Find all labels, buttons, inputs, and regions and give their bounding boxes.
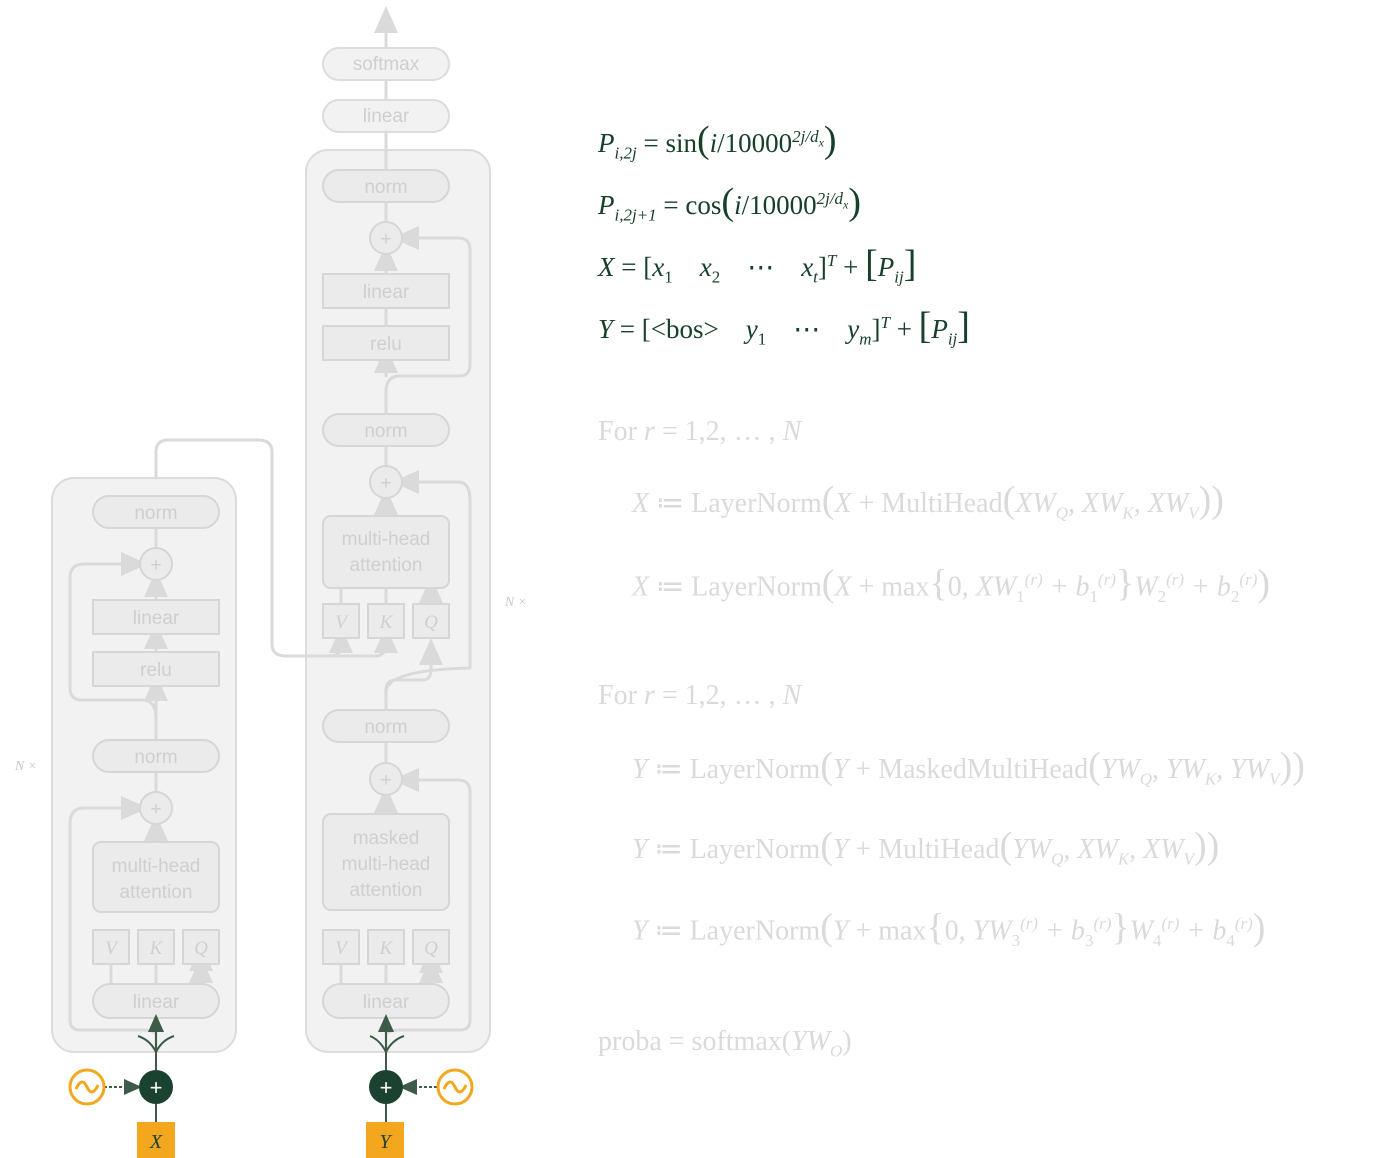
encoder-ffn-step: X ≔ LayerNorm(X + max{0, XW1(r) + b1(r)}…	[632, 562, 1271, 606]
input-y-box	[366, 1122, 404, 1158]
encoder-linear-label: linear	[133, 608, 180, 629]
positional-encoding-icon	[436, 1068, 474, 1106]
equation-y-input: Y = [<bos> y1 ⋯ ym]T + [Pij]	[598, 305, 970, 349]
decoder-repeat-label: N ×	[504, 595, 527, 610]
encoder-q	[182, 929, 220, 965]
encoder-loop-header: For r = 1,2, … , N	[598, 416, 802, 447]
decoder-loop-header: For r = 1,2, … , N	[598, 680, 802, 711]
decoder-cross-attention-line2: attention	[350, 555, 423, 576]
decoder-masked-line2: multi-head	[342, 854, 431, 875]
encoder-attention	[92, 841, 220, 913]
decoder-cross-step: Y ≔ LayerNorm(Y + MultiHead(YWQ, XWK, XW…	[632, 825, 1220, 869]
encoder-v-label: V	[105, 938, 119, 959]
encoder-attention-line1: multi-head	[112, 856, 201, 877]
decoder-linear-label: linear	[363, 282, 410, 303]
decoder-add-low	[369, 762, 403, 796]
input-x-label: X	[149, 1131, 163, 1153]
decoder-relu-label: relu	[370, 334, 402, 355]
decoder-add-low-symbol: +	[380, 770, 391, 791]
decoder-norm-top	[322, 169, 450, 203]
decoder-cross-k-label: K	[379, 612, 394, 633]
decoder-norm-low-label: norm	[364, 717, 407, 738]
decoder-self-q	[412, 929, 450, 965]
encoder-norm-mid-label: norm	[134, 747, 177, 768]
decoder-cross-k	[367, 603, 405, 639]
encoder-add-top	[139, 547, 173, 581]
decoder-masked-step: Y ≔ LayerNorm(Y + MaskedMultiHead(YWQ, Y…	[632, 745, 1305, 789]
decoder-cross-q	[412, 603, 450, 639]
encoder-k-label: K	[149, 938, 164, 959]
decoder-masked-attention	[322, 813, 450, 911]
encoder-repeat-label: N ×	[14, 759, 37, 774]
encoder-relu-label: relu	[140, 660, 172, 681]
decoder-add-mid-symbol: +	[380, 473, 391, 494]
encoder-add-top-symbol: +	[150, 555, 161, 576]
encoder-attention-step: X ≔ LayerNorm(X + MultiHead(XWQ, XWK, XW…	[632, 479, 1224, 523]
input-x-box	[137, 1122, 175, 1158]
decoder-cross-v	[322, 603, 360, 639]
encoder-q-label: Q	[194, 938, 208, 959]
decoder-ffn-step: Y ≔ LayerNorm(Y + max{0, YW3(r) + b3(r)}…	[632, 906, 1266, 950]
decoder-self-k	[367, 929, 405, 965]
decoder-masked-line1: masked	[353, 828, 420, 849]
softmax-box	[322, 47, 450, 81]
softmax-label: softmax	[353, 54, 420, 75]
encoder-v	[92, 929, 130, 965]
encoder-norm-top	[92, 495, 220, 529]
encoder-linear	[92, 599, 220, 635]
encoder-add-mid-symbol: +	[150, 799, 161, 820]
decoder-linear	[322, 273, 450, 309]
probability-output: proba = softmax(YWO)	[598, 1026, 852, 1061]
decoder-masked-line3: attention	[350, 880, 423, 901]
decoder-self-v-label: V	[335, 938, 349, 959]
decoder-norm-mid-label: norm	[364, 421, 407, 442]
decoder-cross-attention	[322, 515, 450, 589]
encoder-add-mid	[139, 791, 173, 825]
decoder-add-top	[369, 221, 403, 255]
decoder-self-v	[322, 929, 360, 965]
decoder-cross-q-label: Q	[424, 612, 438, 633]
output-linear-label: linear	[363, 106, 410, 127]
encoder-norm-mid	[92, 739, 220, 773]
encoder-add-node	[139, 1070, 173, 1104]
encoder-relu	[92, 651, 220, 687]
input-y-label: Y	[379, 1131, 392, 1153]
encoder-k	[137, 929, 175, 965]
equation-x-input: X = [x1 x2 ⋯ xt]T + [Pij]	[598, 243, 917, 287]
decoder-norm-top-label: norm	[364, 177, 407, 198]
decoder-self-q-label: Q	[424, 938, 438, 959]
equation-pe-cos: Pi,2j+1 = cos(i/100002j/dx)	[598, 181, 862, 225]
decoder-add-mid	[369, 465, 403, 499]
encoder-add-node-symbol: +	[150, 1075, 163, 1100]
decoder-cross-v-label: V	[335, 612, 349, 633]
encoder-linear-bottom-label: linear	[133, 992, 180, 1013]
decoder-cross-attention-line1: multi-head	[342, 529, 431, 550]
transformer-diagram: softmax linear norm + linear relu norm +…	[14, 6, 527, 1158]
decoder-add-node-symbol: +	[380, 1075, 393, 1100]
encoder-norm-top-label: norm	[134, 503, 177, 524]
decoder-add-node	[369, 1070, 403, 1104]
positional-encoding-icon	[68, 1068, 106, 1106]
decoder-self-k-label: K	[379, 938, 394, 959]
encoder-attention-line2: attention	[120, 882, 193, 903]
decoder-norm-low	[322, 709, 450, 743]
decoder-add-top-symbol: +	[380, 229, 391, 250]
decoder-relu	[322, 325, 450, 361]
decoder-linear-bottom-label: linear	[363, 992, 410, 1013]
decoder-norm-mid	[322, 413, 450, 447]
equation-pe-sin: Pi,2j = sin(i/100002j/dx)	[598, 119, 837, 163]
